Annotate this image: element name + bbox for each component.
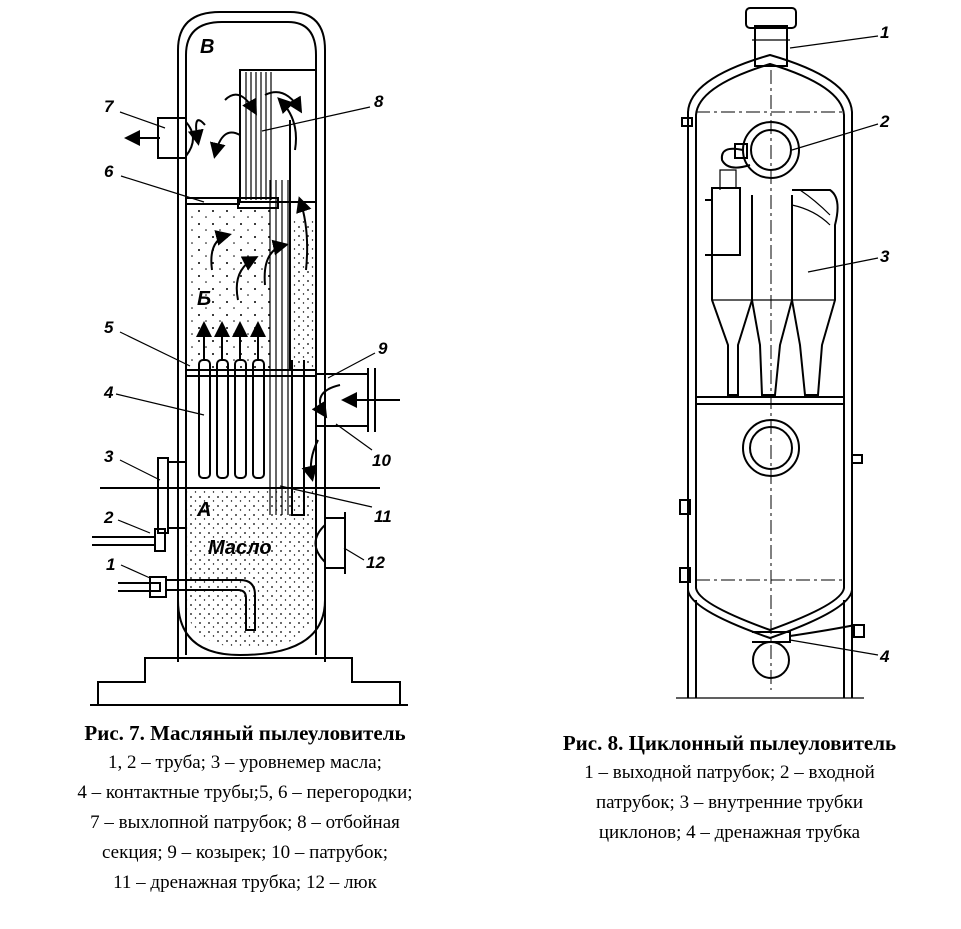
label-4: 4 bbox=[103, 383, 114, 402]
zone-b-label: Б bbox=[197, 288, 211, 310]
zone-a-label: А bbox=[196, 499, 211, 521]
label-f8-3: 3 bbox=[880, 247, 890, 266]
figure7-caption-line: 4 – контактные трубы;5, 6 – перегородки; bbox=[77, 782, 413, 803]
label-f8-1: 1 bbox=[880, 23, 889, 42]
label-5: 5 bbox=[104, 318, 114, 337]
label-f8-2: 2 bbox=[879, 112, 890, 131]
label-12: 12 bbox=[366, 553, 385, 572]
figure7-caption-title: Рис. 7. Масляный пылеуловитель bbox=[84, 721, 406, 745]
label-9: 9 bbox=[378, 339, 388, 358]
figure8-caption-line: 1 – выходной патрубок; 2 – входной bbox=[584, 762, 875, 783]
label-3: 3 bbox=[104, 447, 114, 466]
oil-dust-collector-drawing: 7 6 8 5 4 9 10 3 2 1 11 12 В Б А Масло bbox=[90, 11, 408, 706]
label-8: 8 bbox=[374, 92, 384, 111]
figure8-caption-line: циклонов; 4 – дренажная трубка bbox=[598, 822, 861, 843]
label-6: 6 bbox=[104, 162, 114, 181]
figure8-caption: Рис. 8. Циклонный пылеуловитель 1 – выхо… bbox=[502, 728, 957, 848]
figure7-caption-line: секция; 9 – козырек; 10 – патрубок; bbox=[102, 842, 388, 863]
oil-label: Масло bbox=[208, 537, 272, 559]
label-1: 1 bbox=[106, 555, 115, 574]
zone-v-label: В bbox=[200, 36, 214, 58]
figure8-caption-title: Рис. 8. Циклонный пылеуловитель bbox=[562, 731, 897, 755]
cyclone-dust-collector-drawing: 1 2 3 4 bbox=[676, 7, 890, 699]
figure7-caption: Рис. 7. Масляный пылеуловитель 1, 2 – тр… bbox=[8, 718, 482, 898]
label-2: 2 bbox=[103, 508, 114, 527]
figure8-caption-line: патрубок; 3 – внутренние трубки bbox=[596, 792, 863, 813]
label-f8-4: 4 bbox=[879, 647, 890, 666]
figure7-caption-line: 11 – дренажная трубка; 12 – люк bbox=[113, 872, 377, 893]
figure7-caption-line: 7 – выхлопной патрубок; 8 – отбойная bbox=[90, 812, 400, 833]
label-11: 11 bbox=[374, 507, 392, 526]
figure7-caption-line: 1, 2 – труба; 3 – уровнемер масла; bbox=[108, 752, 382, 773]
label-7: 7 bbox=[104, 97, 115, 116]
label-10: 10 bbox=[372, 451, 391, 470]
